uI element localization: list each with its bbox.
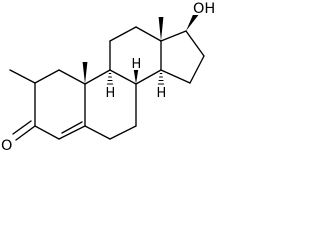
- h9-label: H: [106, 86, 116, 101]
- bond-c3-oxygen: [15, 125, 36, 141]
- methyl-c13-wedge: [158, 17, 164, 41]
- ring-a-substituents: [9, 69, 36, 141]
- bond-c17-c16: [185, 30, 205, 57]
- bond-c2-methyl: [9, 69, 36, 84]
- hydroxyl-label-bg: [192, 0, 220, 15]
- steroid-structure-diagram: O OH H H H: [0, 0, 220, 154]
- bond-c16-c15: [189, 55, 205, 84]
- bond-c5-c6: [84, 125, 111, 140]
- bond-c12-c13: [135, 26, 162, 42]
- bond-c3-c4: [34, 125, 60, 140]
- bond-c10-c1: [58, 69, 86, 85]
- h8-label: H: [132, 57, 142, 72]
- ring-a: [34, 69, 86, 140]
- oxo-oxygen-label: O: [1, 138, 12, 154]
- bond-c4-c5-double: [61, 121, 83, 134]
- bond-c8-c9: [109, 69, 137, 85]
- bond-c3-oxygen-double: [12, 120, 32, 135]
- bond-c9-c10: [84, 69, 111, 85]
- h9-hash: [106, 72, 114, 85]
- bond-c13-c17: [160, 30, 187, 42]
- oxygen-label-bg: [0, 137, 14, 153]
- bond-c11-c12: [109, 26, 137, 42]
- ring-c: [109, 26, 162, 85]
- h8-wedge: [133, 70, 139, 84]
- ring-b: [84, 69, 137, 140]
- bond-c15-c14: [160, 69, 191, 84]
- ring-d: [160, 30, 205, 84]
- h14-label: H: [157, 86, 167, 101]
- bond-c1-c2: [34, 69, 60, 84]
- methyl-c10-wedge: [82, 62, 88, 84]
- hydroxyl-c17-wedge: [186, 10, 200, 31]
- h14-hash: [157, 72, 165, 85]
- hydroxyl-label: OH: [193, 1, 215, 17]
- bond-c14-c8: [135, 69, 162, 85]
- bond-c6-c7: [109, 125, 137, 140]
- bond-c4-c5: [58, 125, 86, 140]
- stereo-hydrogens: [106, 70, 165, 85]
- angular-methyls: [82, 17, 164, 84]
